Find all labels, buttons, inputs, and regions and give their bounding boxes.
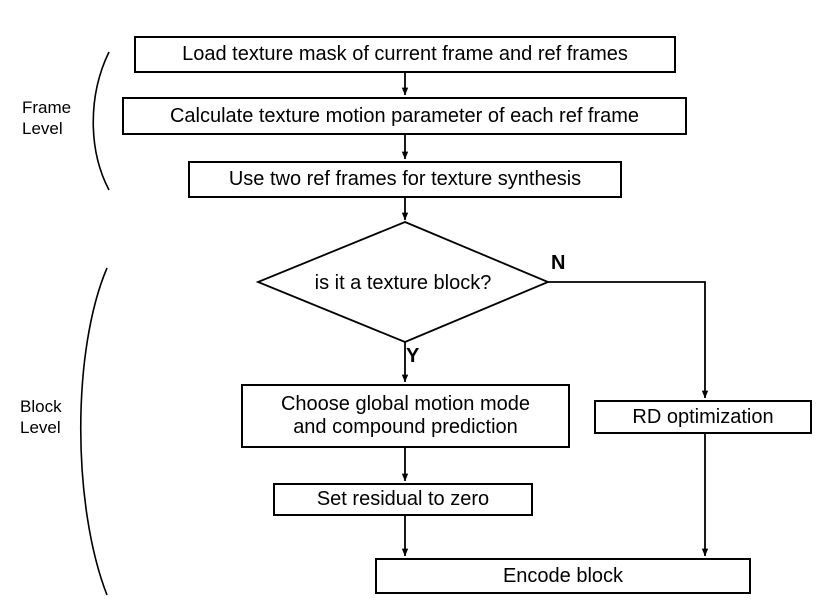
edge-decision-no	[548, 281, 709, 399]
branch-label-yes: Y	[406, 345, 420, 367]
block-level-brace	[80, 267, 108, 596]
node-choose-global-motion[interactable]: Choose global motion mode and compound p…	[241, 384, 570, 448]
node-calculate-texture-motion[interactable]: Calculate texture motion parameter of ea…	[122, 97, 687, 135]
node-encode-block[interactable]: Encode block	[375, 558, 751, 594]
node-set-residual-zero[interactable]: Set residual to zero	[273, 483, 533, 516]
frame-level-brace	[92, 51, 110, 191]
node-load-texture-mask[interactable]: Load texture mask of current frame and r…	[134, 36, 676, 73]
node-rd-optimization[interactable]: RD optimization	[594, 400, 812, 434]
node-use-two-ref-frames[interactable]: Use two ref frames for texture synthesis	[188, 161, 622, 198]
node-is-texture-block-label[interactable]: is it a texture block?	[314, 272, 492, 294]
block-level-label: Block Level	[20, 397, 62, 438]
frame-level-label: Frame Level	[22, 98, 72, 139]
branch-label-no: N	[551, 252, 566, 274]
